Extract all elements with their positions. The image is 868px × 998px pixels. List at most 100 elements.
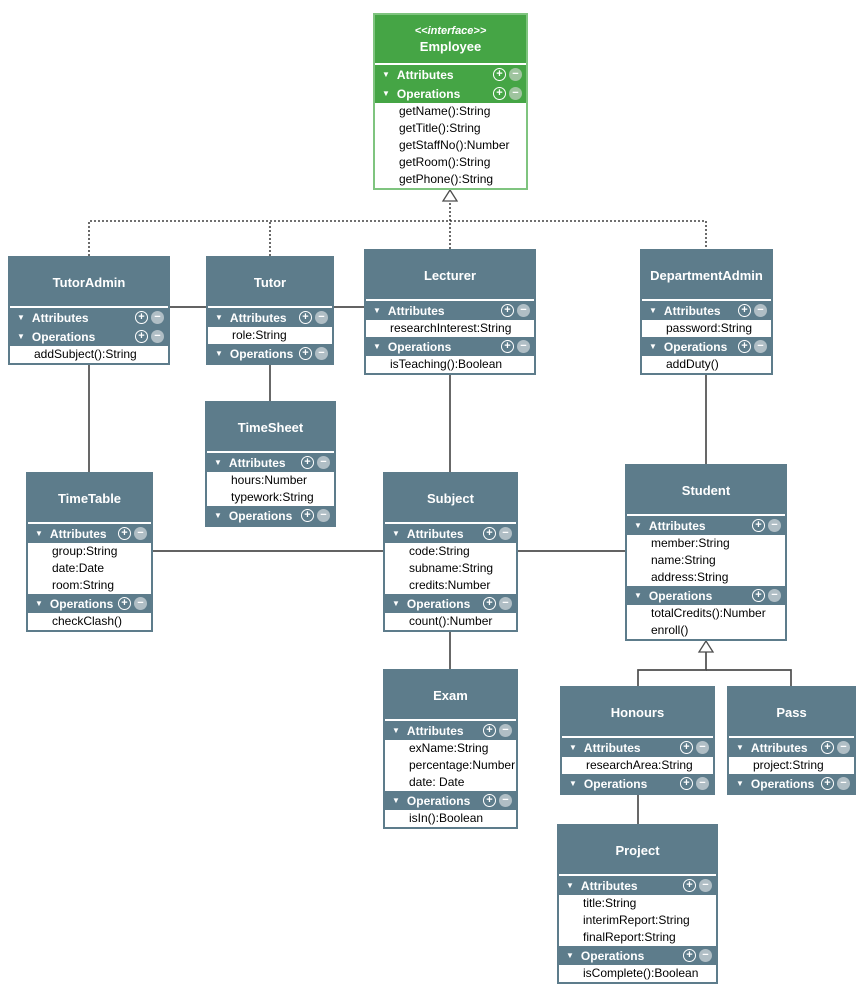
add-icon[interactable]: + <box>118 527 131 540</box>
remove-icon[interactable]: − <box>699 879 712 892</box>
collapse-icon[interactable]: ▼ <box>214 458 222 467</box>
add-icon[interactable]: + <box>301 509 314 522</box>
add-icon[interactable]: + <box>680 777 693 790</box>
class-lecturer[interactable]: Lecturer ▼ Attributes + − researchIntere… <box>364 249 536 375</box>
collapse-icon[interactable]: ▼ <box>17 313 25 322</box>
remove-icon[interactable]: − <box>499 724 512 737</box>
add-icon[interactable]: + <box>821 777 834 790</box>
attributes-header[interactable]: ▼ Attributes + − <box>562 738 713 757</box>
remove-icon[interactable]: − <box>517 304 530 317</box>
attributes-header[interactable]: ▼ Attributes + − <box>207 453 334 472</box>
collapse-icon[interactable]: ▼ <box>634 521 642 530</box>
remove-icon[interactable]: − <box>754 304 767 317</box>
remove-icon[interactable]: − <box>151 330 164 343</box>
collapse-icon[interactable]: ▼ <box>392 726 400 735</box>
add-icon[interactable]: + <box>738 304 751 317</box>
operations-header[interactable]: ▼ Operations + − <box>366 337 534 356</box>
collapse-icon[interactable]: ▼ <box>382 89 390 98</box>
operations-header[interactable]: ▼ Operations + − <box>385 791 516 810</box>
add-icon[interactable]: + <box>493 87 506 100</box>
operations-header[interactable]: ▼ Operations + − <box>208 344 332 363</box>
add-icon[interactable]: + <box>483 597 496 610</box>
remove-icon[interactable]: − <box>768 519 781 532</box>
remove-icon[interactable]: − <box>499 527 512 540</box>
attributes-header[interactable]: ▼ Attributes + − <box>385 524 516 543</box>
remove-icon[interactable]: − <box>837 777 850 790</box>
attributes-header[interactable]: ▼ Attributes + − <box>559 876 716 895</box>
class-departmentadmin[interactable]: DepartmentAdmin ▼ Attributes + − passwor… <box>640 249 773 375</box>
attributes-header[interactable]: ▼ Attributes + − <box>208 308 332 327</box>
add-icon[interactable]: + <box>752 589 765 602</box>
remove-icon[interactable]: − <box>754 340 767 353</box>
attributes-header[interactable]: ▼ Attributes + − <box>385 721 516 740</box>
collapse-icon[interactable]: ▼ <box>736 743 744 752</box>
add-icon[interactable]: + <box>501 340 514 353</box>
collapse-icon[interactable]: ▼ <box>392 599 400 608</box>
remove-icon[interactable]: − <box>151 311 164 324</box>
operations-header[interactable]: ▼ Operations + − <box>385 594 516 613</box>
attributes-header[interactable]: ▼ Attributes + − <box>627 516 785 535</box>
remove-icon[interactable]: − <box>315 347 328 360</box>
add-icon[interactable]: + <box>299 311 312 324</box>
attributes-header[interactable]: ▼ Attributes + − <box>642 301 771 320</box>
collapse-icon[interactable]: ▼ <box>215 313 223 322</box>
add-icon[interactable]: + <box>738 340 751 353</box>
collapse-icon[interactable]: ▼ <box>634 591 642 600</box>
remove-icon[interactable]: − <box>768 589 781 602</box>
operations-header[interactable]: ▼ Operations + − <box>375 84 526 103</box>
collapse-icon[interactable]: ▼ <box>569 779 577 788</box>
operations-header[interactable]: ▼ Operations + − <box>28 594 151 613</box>
collapse-icon[interactable]: ▼ <box>215 349 223 358</box>
remove-icon[interactable]: − <box>317 509 330 522</box>
add-icon[interactable]: + <box>483 724 496 737</box>
remove-icon[interactable]: − <box>517 340 530 353</box>
add-icon[interactable]: + <box>501 304 514 317</box>
collapse-icon[interactable]: ▼ <box>392 529 400 538</box>
operations-header[interactable]: ▼ Operations + − <box>10 327 168 346</box>
remove-icon[interactable]: − <box>315 311 328 324</box>
add-icon[interactable]: + <box>821 741 834 754</box>
collapse-icon[interactable]: ▼ <box>17 332 25 341</box>
class-employee[interactable]: <<interface>> Employee ▼ Attributes + − … <box>373 13 528 190</box>
add-icon[interactable]: + <box>683 879 696 892</box>
remove-icon[interactable]: − <box>837 741 850 754</box>
add-icon[interactable]: + <box>118 597 131 610</box>
collapse-icon[interactable]: ▼ <box>35 529 43 538</box>
collapse-icon[interactable]: ▼ <box>35 599 43 608</box>
remove-icon[interactable]: − <box>317 456 330 469</box>
operations-header[interactable]: ▼ Operations + − <box>729 774 854 793</box>
class-tutor[interactable]: Tutor ▼ Attributes + − role:String ▼ Ope… <box>206 256 334 365</box>
add-icon[interactable]: + <box>493 68 506 81</box>
add-icon[interactable]: + <box>301 456 314 469</box>
collapse-icon[interactable]: ▼ <box>392 796 400 805</box>
collapse-icon[interactable]: ▼ <box>649 306 657 315</box>
class-honours[interactable]: Honours ▼ Attributes + − researchArea:St… <box>560 686 715 795</box>
operations-header[interactable]: ▼ Operations + − <box>627 586 785 605</box>
remove-icon[interactable]: − <box>499 597 512 610</box>
add-icon[interactable]: + <box>752 519 765 532</box>
remove-icon[interactable]: − <box>509 87 522 100</box>
attributes-header[interactable]: ▼ Attributes + − <box>366 301 534 320</box>
attributes-header[interactable]: ▼ Attributes + − <box>375 65 526 84</box>
collapse-icon[interactable]: ▼ <box>373 306 381 315</box>
remove-icon[interactable]: − <box>134 597 147 610</box>
add-icon[interactable]: + <box>299 347 312 360</box>
add-icon[interactable]: + <box>135 330 148 343</box>
operations-header[interactable]: ▼ Operations + − <box>559 946 716 965</box>
attributes-header[interactable]: ▼ Attributes + − <box>729 738 854 757</box>
add-icon[interactable]: + <box>135 311 148 324</box>
collapse-icon[interactable]: ▼ <box>566 951 574 960</box>
operations-header[interactable]: ▼ Operations + − <box>207 506 334 525</box>
remove-icon[interactable]: − <box>699 949 712 962</box>
attributes-header[interactable]: ▼ Attributes + − <box>10 308 168 327</box>
add-icon[interactable]: + <box>483 794 496 807</box>
operations-header[interactable]: ▼ Operations + − <box>642 337 771 356</box>
operations-header[interactable]: ▼ Operations + − <box>562 774 713 793</box>
collapse-icon[interactable]: ▼ <box>736 779 744 788</box>
collapse-icon[interactable]: ▼ <box>649 342 657 351</box>
add-icon[interactable]: + <box>683 949 696 962</box>
